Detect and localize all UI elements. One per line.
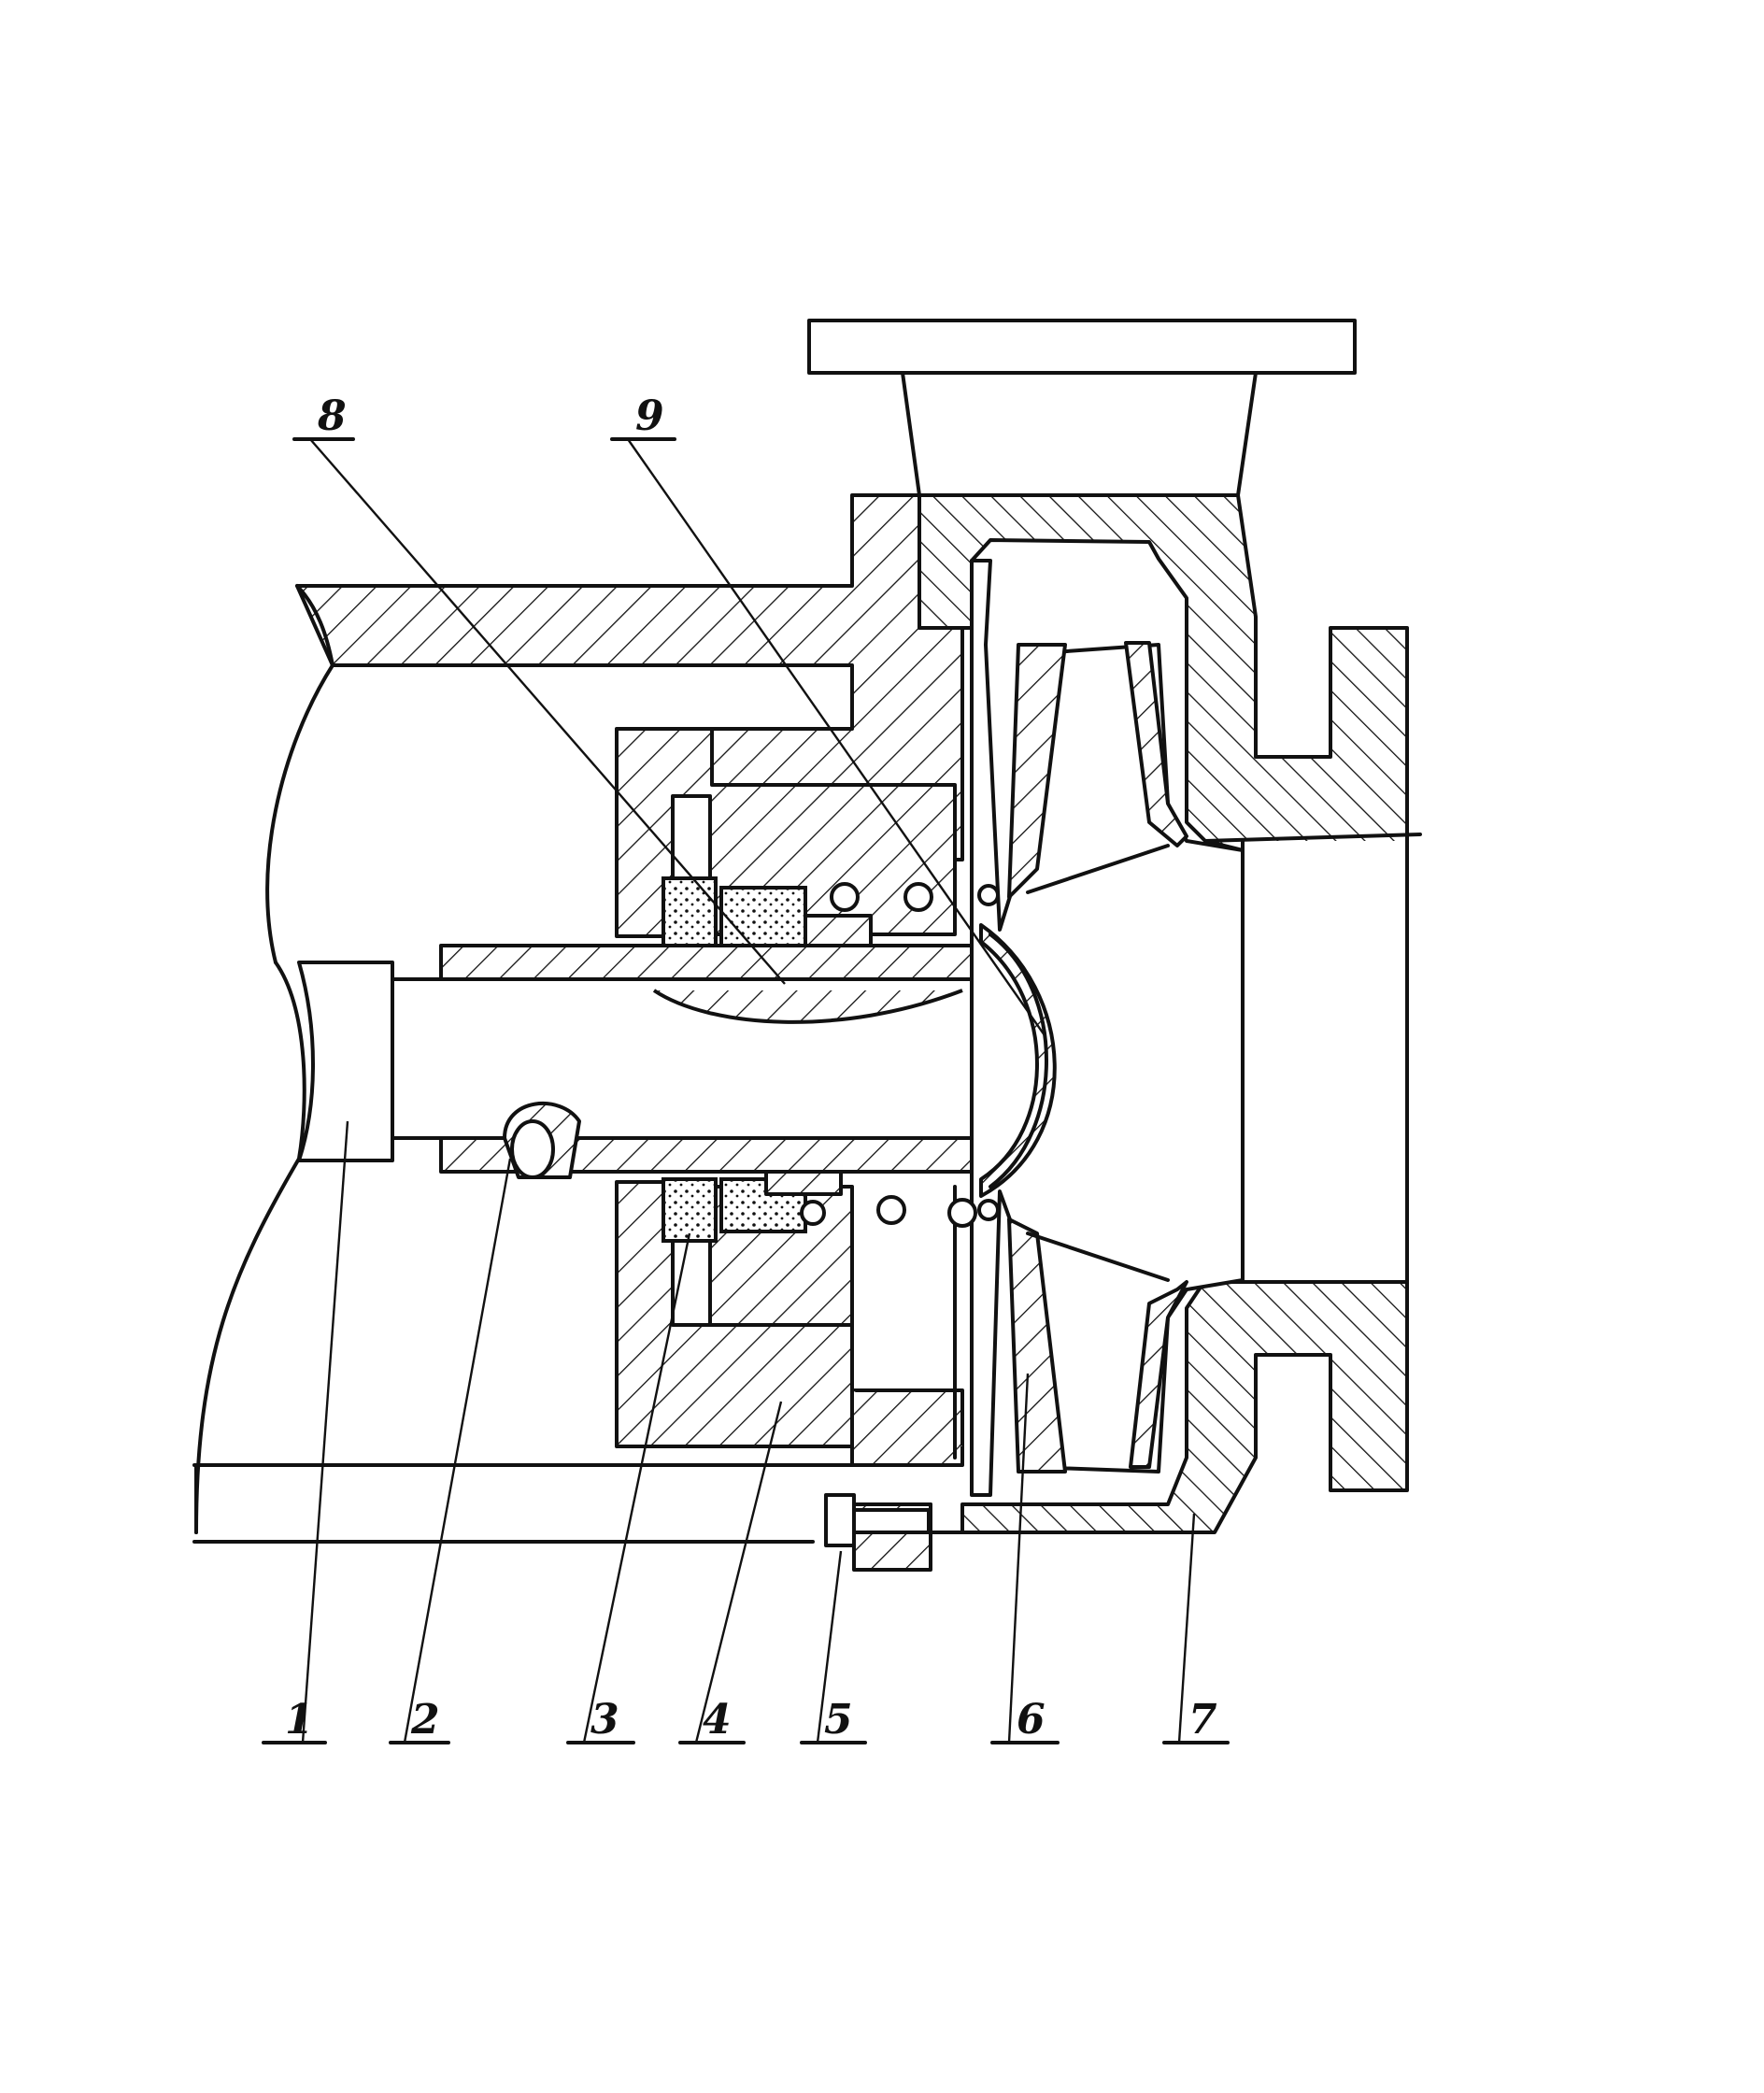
discharge-flange xyxy=(807,319,1357,497)
leader-lines xyxy=(301,438,1196,1744)
impeller xyxy=(970,559,1245,1497)
bearing-bracket xyxy=(192,493,964,1544)
callout-labels: 1 2 3 4 5 6 7 8 9 xyxy=(285,392,1217,1744)
set-screw xyxy=(503,1101,581,1179)
shaft xyxy=(297,961,974,1162)
callout-6: 6 xyxy=(1017,1696,1046,1744)
callout-2: 2 xyxy=(410,1696,440,1744)
seal-housing xyxy=(615,727,964,1467)
callout-underlines xyxy=(262,437,1230,1744)
callout-3: 3 xyxy=(590,1696,619,1744)
callout-8: 8 xyxy=(317,392,347,440)
callout-5: 5 xyxy=(824,1696,853,1744)
callout-9: 9 xyxy=(635,392,664,440)
mechanical-seal-lower xyxy=(662,1170,1000,1243)
callout-4: 4 xyxy=(703,1696,732,1744)
callout-7: 7 xyxy=(1188,1696,1217,1744)
bolt xyxy=(824,1493,964,1572)
callout-1: 1 xyxy=(285,1696,314,1744)
mechanical-seal-upper xyxy=(662,876,1000,947)
